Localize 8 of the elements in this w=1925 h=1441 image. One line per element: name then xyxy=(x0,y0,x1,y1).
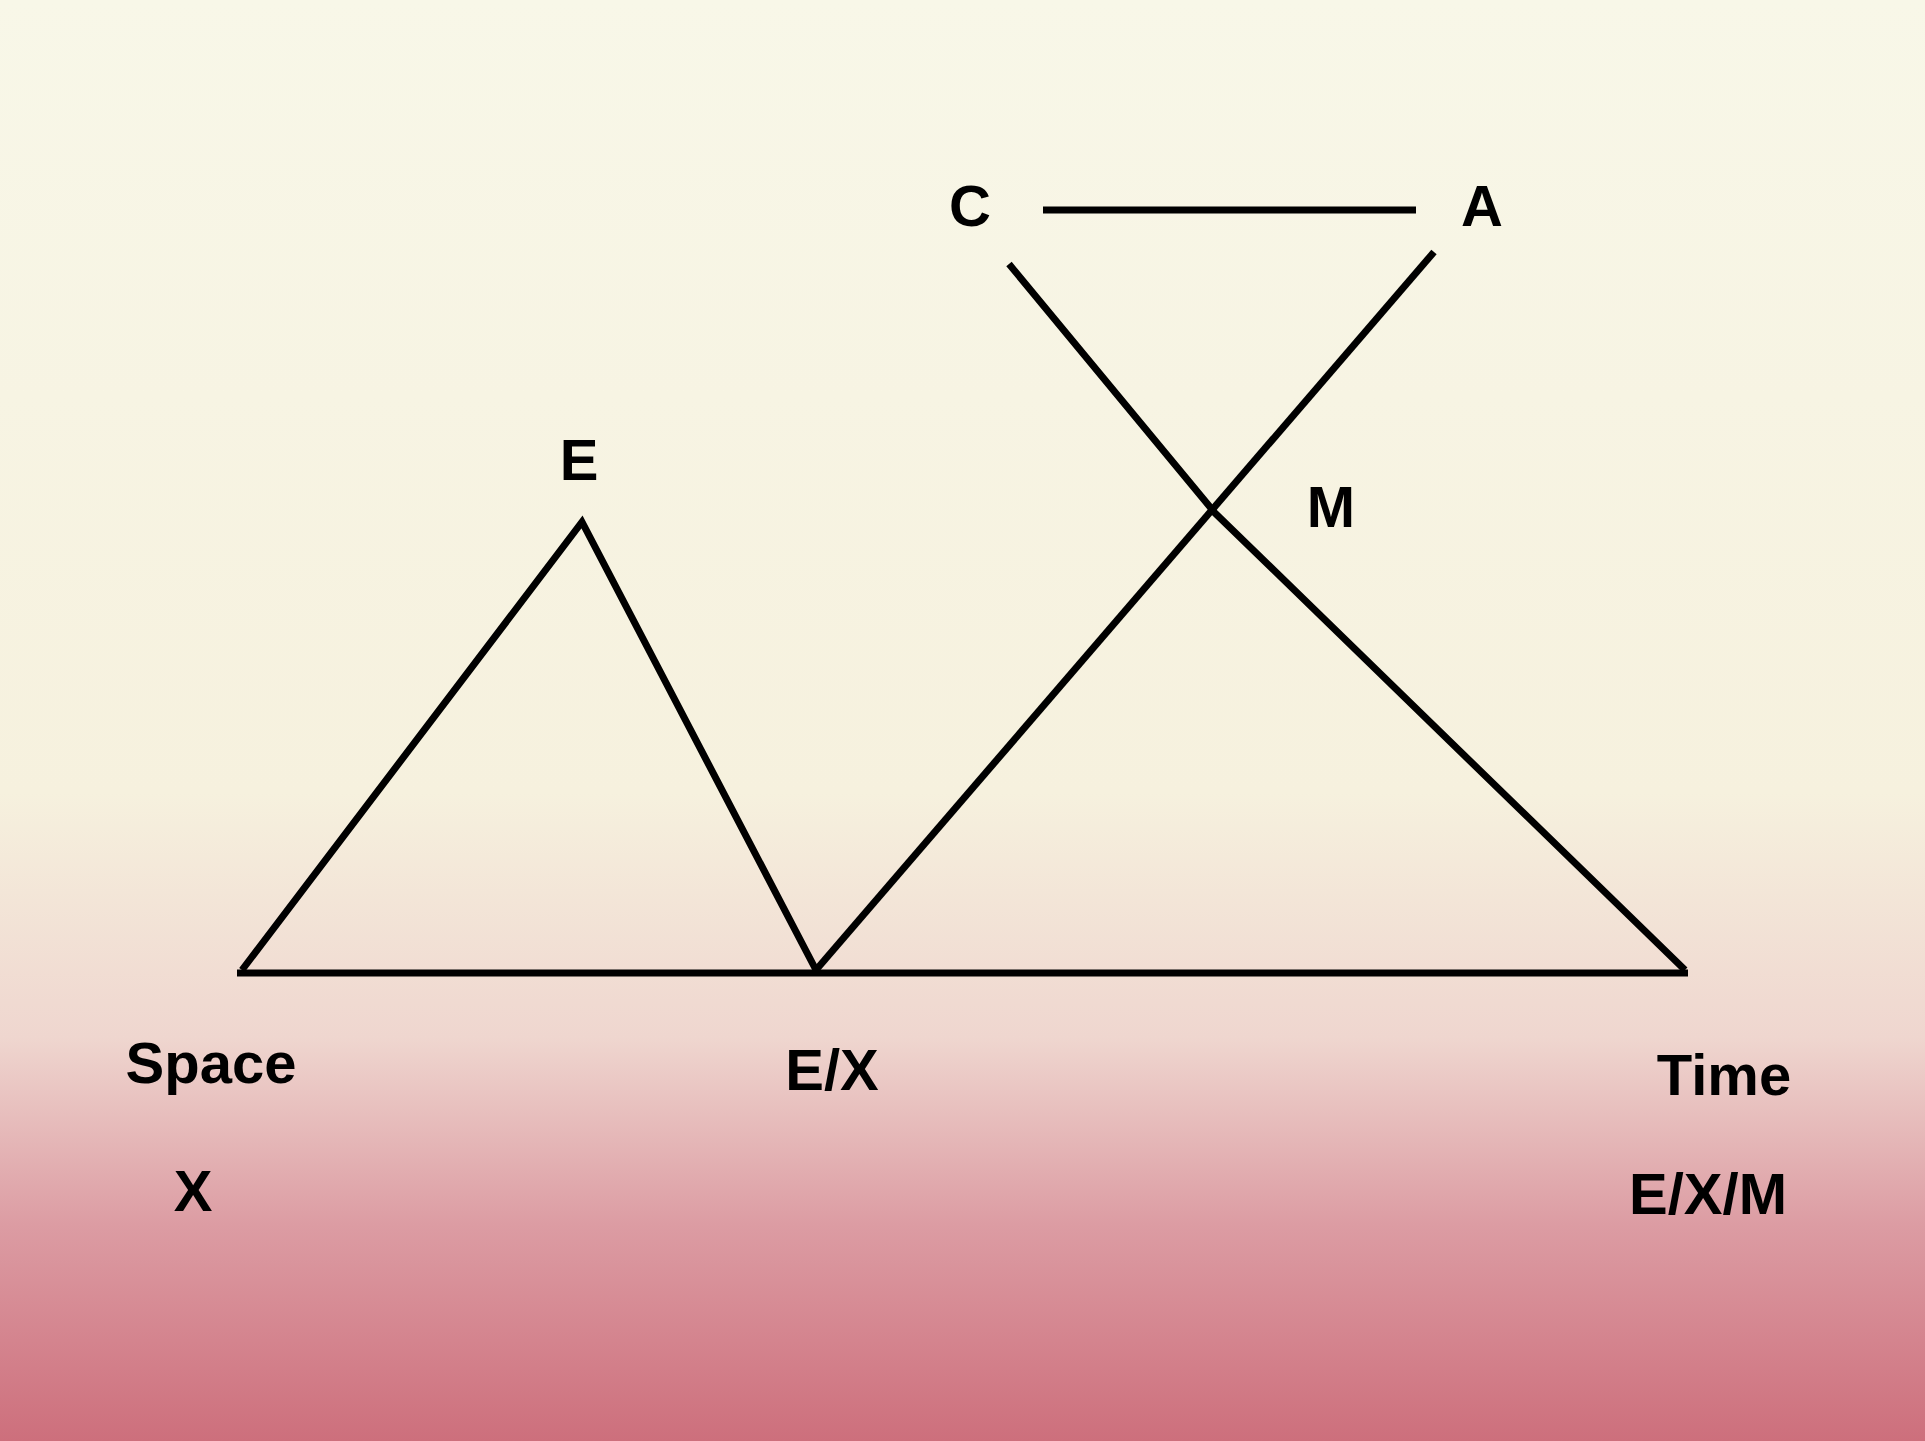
point-label: C xyxy=(949,177,991,235)
point-label: X xyxy=(173,1162,213,1220)
point-label: E xyxy=(559,431,599,489)
point-label: A xyxy=(1461,177,1503,235)
point-label: E/X xyxy=(785,1041,879,1099)
point-label: E/X/M xyxy=(1629,1165,1787,1223)
point-label: M xyxy=(1306,478,1356,536)
point-label: Time xyxy=(1656,1046,1792,1104)
